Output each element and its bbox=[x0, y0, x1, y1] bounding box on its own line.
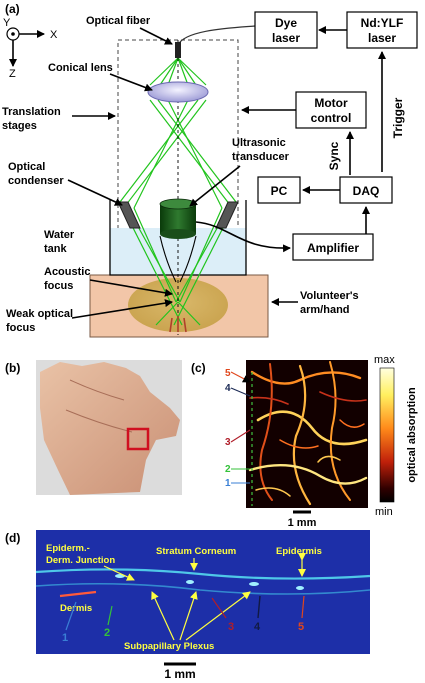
weak-optical-focus-line1: Weak optical bbox=[6, 308, 73, 320]
water-tank-line1: Water bbox=[44, 229, 75, 241]
translation-stages-line1: Translation bbox=[2, 106, 61, 118]
condenser-right bbox=[215, 201, 239, 229]
pc-label: PC bbox=[271, 184, 288, 198]
ultrasonic-transducer-line2: transducer bbox=[232, 151, 290, 163]
marker-c-4: 4 bbox=[225, 383, 231, 394]
colorbar-min: min bbox=[375, 506, 393, 518]
pc-box bbox=[257, 176, 301, 204]
panel-a-label: (a) bbox=[5, 2, 20, 16]
dye-laser-line2: laser bbox=[272, 31, 300, 45]
colorbar-label: optical absorption bbox=[406, 387, 418, 483]
acoustic-focus-line1: Acoustic bbox=[44, 266, 90, 278]
water-tank-line2: tank bbox=[44, 243, 68, 255]
amplifier-label: Amplifier bbox=[307, 241, 359, 255]
optical-fiber-label: Optical fiber bbox=[86, 15, 151, 27]
marker-c-5: 5 bbox=[225, 368, 231, 379]
vessel-network bbox=[248, 361, 368, 506]
panel-c: (c) 5 4 3 2 1 max min optical absorption… bbox=[191, 354, 418, 529]
motor-control-line1: Motor bbox=[314, 96, 348, 110]
marker-c-2: 2 bbox=[225, 464, 231, 475]
panel-b: (b) bbox=[5, 360, 182, 495]
volunteer-line1: Volunteer's bbox=[300, 290, 359, 302]
fiber-tip bbox=[175, 42, 181, 58]
epiderm-junction-line2: Derm. Junction bbox=[46, 555, 115, 566]
axis-z-label: Z bbox=[9, 68, 16, 80]
ultrasonic-transducer-icon bbox=[159, 198, 197, 283]
vessel-marks bbox=[169, 316, 187, 333]
weak-optical-focus-line2: focus bbox=[6, 322, 35, 334]
trigger-label: Trigger bbox=[391, 97, 405, 138]
daq-box bbox=[339, 176, 393, 204]
ndylf-laser-box bbox=[346, 11, 418, 49]
sync-label: Sync bbox=[327, 141, 341, 170]
marker-c-3: 3 bbox=[225, 437, 231, 448]
panel-d: (d) Epiderm.- Derm. Junction Stratum Cor… bbox=[5, 530, 371, 681]
stratum-corneum-label: Stratum Corneum bbox=[156, 546, 236, 557]
axis-y-label: Y bbox=[3, 17, 11, 29]
dye-laser-line1: Dye bbox=[275, 16, 297, 30]
acoustic-focus-line2: focus bbox=[44, 280, 73, 292]
epidermis-label: Epidermis bbox=[276, 546, 322, 557]
colorbar-max: max bbox=[374, 354, 395, 366]
marker-d-1: 1 bbox=[62, 632, 68, 644]
marker-d-3: 3 bbox=[228, 621, 234, 633]
marker-d-2: 2 bbox=[104, 627, 110, 639]
panel-a: (a) Y X Z bbox=[2, 2, 418, 338]
panel-d-label: (d) bbox=[5, 531, 20, 545]
amplifier-box bbox=[292, 233, 374, 261]
marker-d-5: 5 bbox=[298, 621, 304, 633]
axes-icon: Y X Z bbox=[3, 17, 58, 80]
panel-b-label: (b) bbox=[5, 361, 20, 375]
condenser-left bbox=[117, 201, 141, 229]
ultrasonic-transducer-line1: Ultrasonic bbox=[232, 137, 286, 149]
epiderm-junction-line1: Epiderm.- bbox=[46, 543, 90, 554]
subpapillary-plexus-label: Subpapillary Plexus bbox=[124, 641, 214, 652]
motor-control-box bbox=[295, 91, 367, 129]
volunteer-line2: arm/hand bbox=[300, 304, 350, 316]
dermis-label: Dermis bbox=[60, 603, 92, 614]
scan-region-marker bbox=[126, 427, 150, 451]
panel-c-label: (c) bbox=[191, 361, 206, 375]
conical-lens-icon bbox=[147, 81, 209, 103]
ndylf-laser-line2: laser bbox=[368, 31, 396, 45]
marker-c-1: 1 bbox=[225, 478, 231, 489]
transducer-to-amp-cable bbox=[195, 221, 291, 253]
motor-control-line2: control bbox=[311, 111, 352, 125]
optical-fiber-cable bbox=[177, 25, 256, 46]
colorbar bbox=[379, 367, 395, 503]
axis-x-label: X bbox=[50, 29, 58, 41]
optical-condenser-line2: condenser bbox=[8, 175, 64, 187]
conical-lens-label: Conical lens bbox=[48, 62, 113, 74]
marker-d-4: 4 bbox=[254, 621, 261, 633]
translation-stages-line2: stages bbox=[2, 120, 37, 132]
dye-laser-box bbox=[254, 11, 318, 49]
ndylf-laser-line1: Nd:YLF bbox=[361, 16, 404, 30]
hand-photo bbox=[40, 362, 180, 495]
scalebar-d-label: 1 mm bbox=[164, 667, 195, 681]
daq-label: DAQ bbox=[353, 184, 380, 198]
scalebar-c-label: 1 mm bbox=[288, 517, 317, 529]
optical-condenser-line1: Optical bbox=[8, 161, 45, 173]
